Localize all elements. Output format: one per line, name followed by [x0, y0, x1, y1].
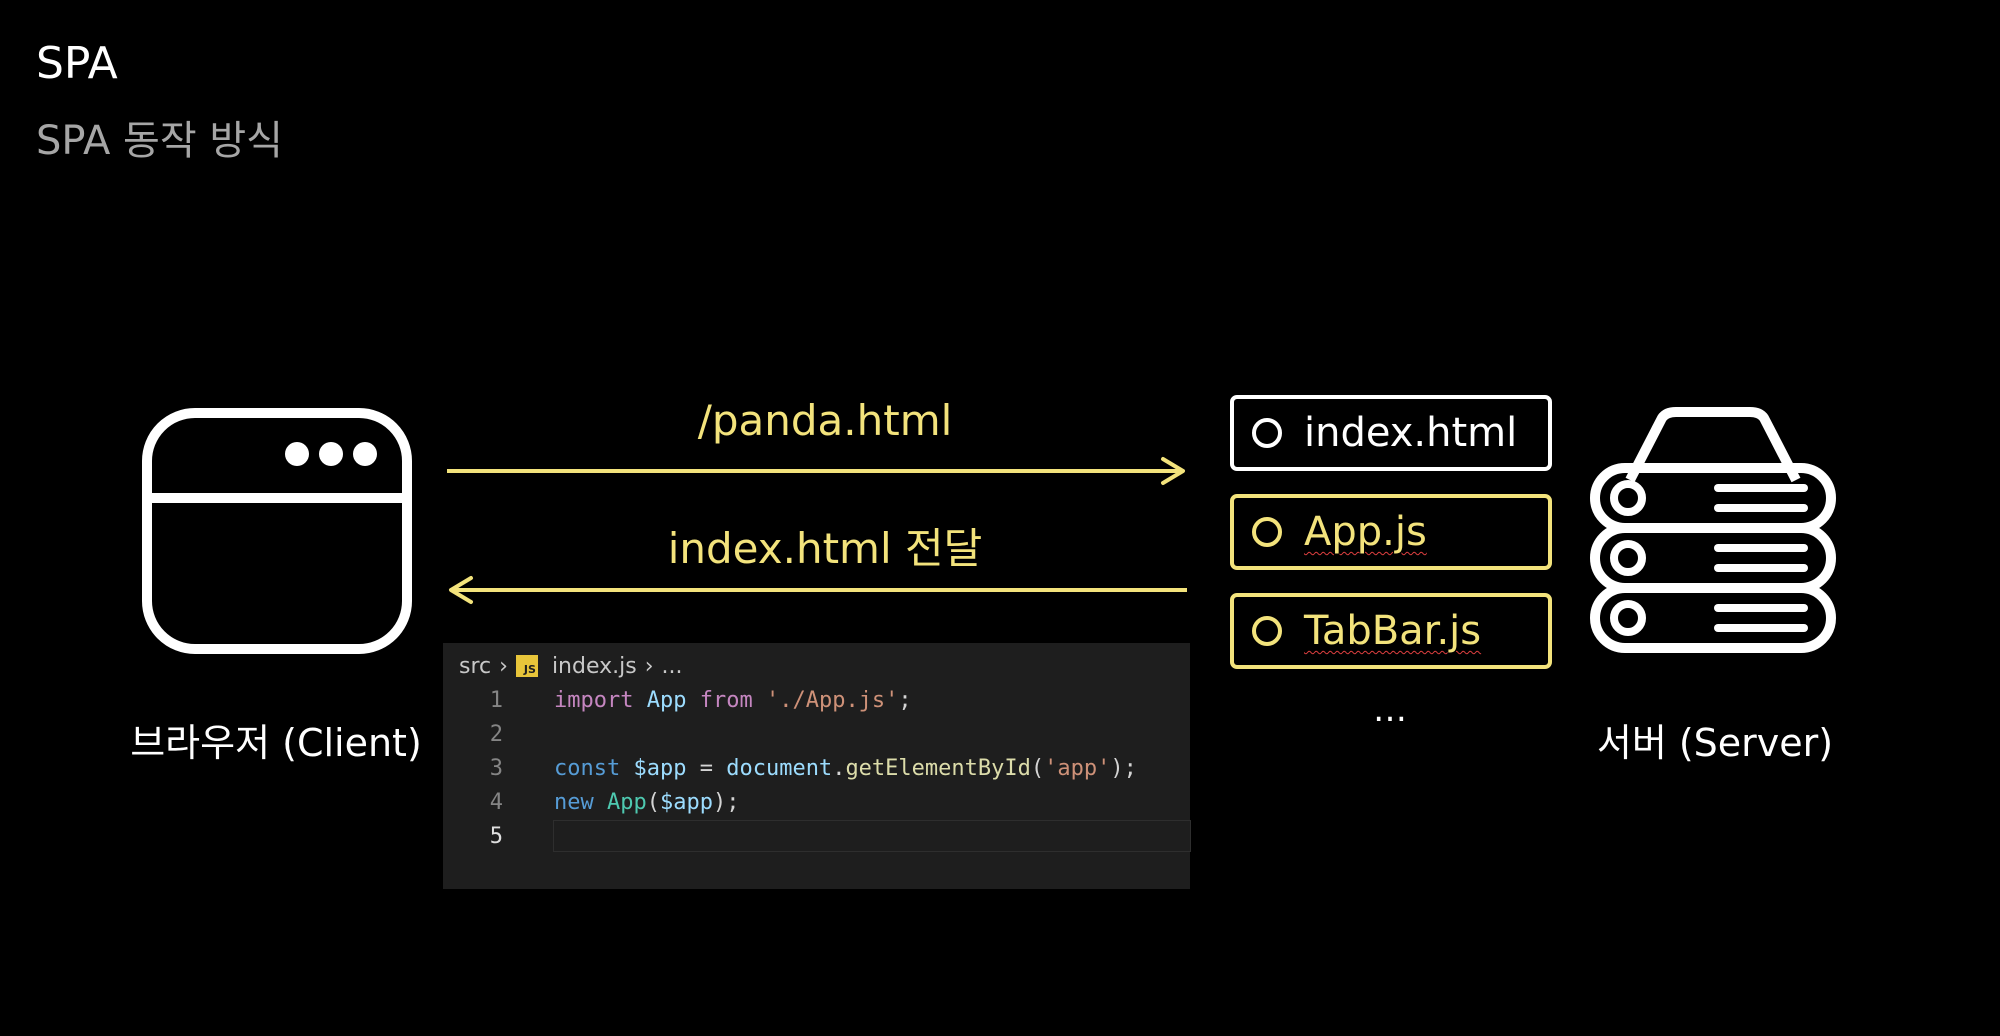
code-text: import App from './App.js'; [554, 687, 912, 713]
code-text: new App($app); [554, 789, 740, 815]
js-file-icon: JS [515, 655, 538, 677]
line-number: 5 [489, 823, 503, 849]
response-arrow [449, 576, 1187, 604]
code-editor-panel: src › JS index.js › ... 1 import App fro… [443, 643, 1191, 889]
line-number: 2 [489, 721, 503, 747]
line-number: 4 [489, 789, 503, 815]
breadcrumb: src › JS index.js › ... [459, 651, 683, 681]
code-line[interactable]: 3 const $app = document.getElementById('… [443, 752, 1190, 784]
chevron-right-icon: › [644, 653, 654, 679]
request-arrow [447, 457, 1185, 485]
breadcrumb-file[interactable]: index.js [551, 653, 637, 679]
file-name: index.html [1304, 410, 1518, 456]
file-bullet-icon [1252, 517, 1282, 547]
file-box-app-js: App.js [1230, 494, 1552, 570]
files-more-ellipsis: … [1373, 690, 1407, 730]
chevron-right-icon: › [499, 653, 508, 679]
code-line-current[interactable]: 5 [443, 820, 1191, 852]
file-bullet-icon [1252, 418, 1282, 448]
breadcrumb-folder[interactable]: src [459, 653, 492, 679]
current-line-highlight [553, 820, 1191, 852]
response-label: index.html 전달 [667, 524, 983, 573]
client-label: 브라우저 (Client) [130, 721, 422, 765]
browser-window-icon [142, 408, 412, 654]
file-box-index-html: index.html [1230, 395, 1552, 471]
file-box-tabbar-js: TabBar.js [1230, 593, 1552, 669]
code-line[interactable]: 2 [443, 718, 1190, 750]
slide-title: SPA [36, 38, 118, 89]
request-label: /panda.html [697, 396, 953, 445]
code-line[interactable]: 1 import App from './App.js'; [443, 684, 1190, 716]
file-bullet-icon [1252, 616, 1282, 646]
server-stack-icon [1590, 407, 1836, 653]
file-name: App.js [1304, 509, 1427, 555]
breadcrumb-symbols[interactable]: ... [661, 653, 683, 679]
slide-subtitle: SPA 동작 방식 [36, 118, 283, 164]
server-label: 서버 (Server) [1596, 721, 1834, 765]
code-text: const $app = document.getElementById('ap… [554, 755, 1137, 781]
file-name: TabBar.js [1304, 608, 1482, 654]
line-number: 1 [489, 687, 503, 713]
line-number: 3 [489, 755, 503, 781]
code-line[interactable]: 4 new App($app); [443, 786, 1190, 818]
